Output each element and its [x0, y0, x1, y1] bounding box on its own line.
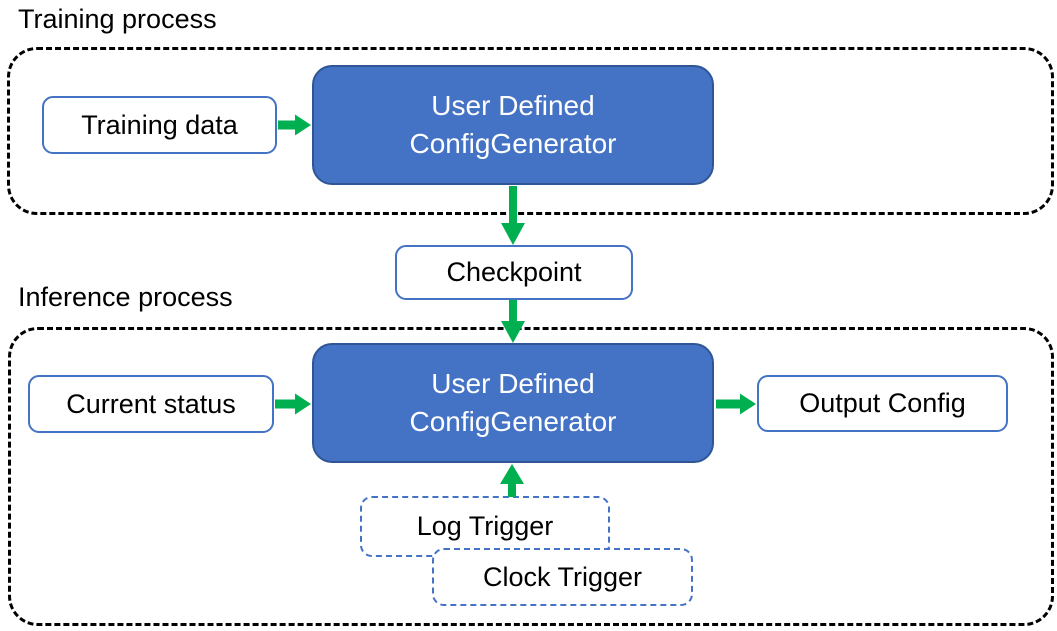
inference-process-container [8, 327, 1054, 626]
inference-section-label: Inference process [18, 282, 233, 312]
inference-generator-line1: User Defined [431, 368, 595, 399]
inference-config-generator-box: User Defined ConfigGenerator [312, 343, 714, 463]
training-process-container [7, 47, 1054, 215]
arrow-up-triggers-to-generator-icon [500, 464, 524, 497]
arrow-down-checkpoint-to-generator-icon [501, 300, 525, 343]
inference-generator-line2: ConfigGenerator [409, 406, 617, 437]
training-data-box: Training data [42, 96, 277, 154]
clock-trigger-box: Clock Trigger [432, 548, 693, 606]
training-config-generator-box: User Defined ConfigGenerator [312, 65, 714, 185]
checkpoint-box: Checkpoint [395, 245, 633, 300]
training-generator-line2: ConfigGenerator [409, 128, 617, 159]
arrow-right-generator-to-output-icon [716, 393, 756, 415]
arrow-down-generator-to-checkpoint-icon [501, 186, 525, 245]
arrow-right-training-data-to-generator-icon [278, 114, 311, 136]
training-section-label: Training process [18, 4, 217, 34]
log-trigger-box: Log Trigger [360, 496, 610, 557]
training-generator-line1: User Defined [431, 90, 595, 121]
current-status-box: Current status [28, 375, 274, 433]
arrow-right-current-status-to-generator-icon [275, 393, 311, 415]
output-config-box: Output Config [757, 375, 1008, 432]
